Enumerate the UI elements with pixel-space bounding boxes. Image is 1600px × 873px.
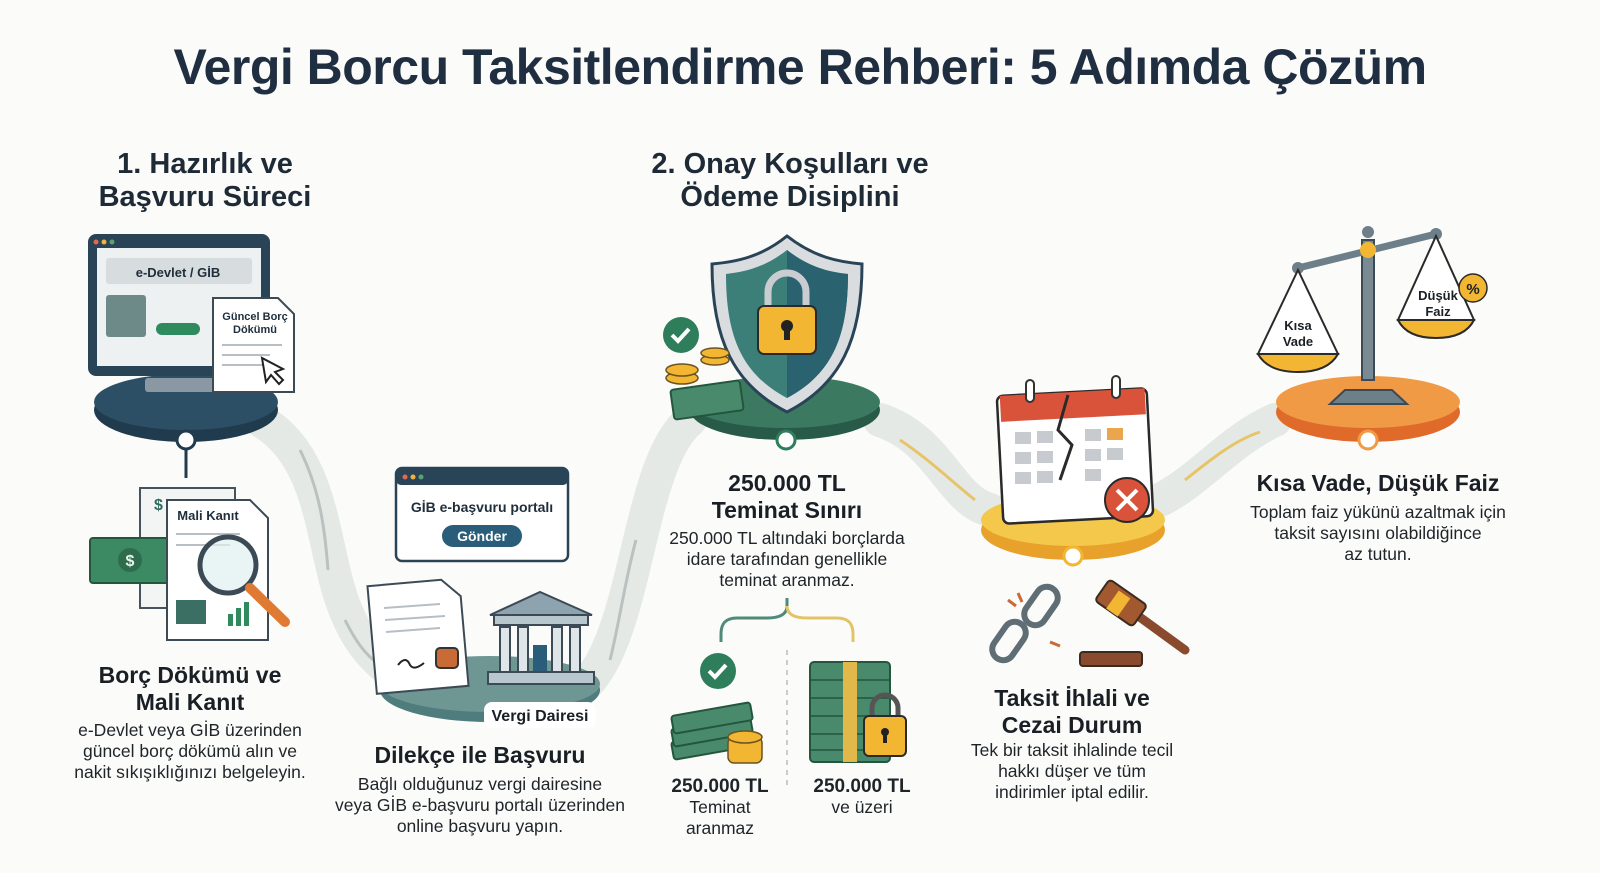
step-description: Tek bir taksit ihlalinde tecil hakkı düş… bbox=[922, 740, 1222, 803]
cursor-icon bbox=[260, 356, 286, 386]
page-title: Vergi Borcu Taksitlendirme Rehberi: 5 Ad… bbox=[173, 39, 1427, 95]
desc-line: idare tarafından genellikle bbox=[686, 549, 888, 569]
desc-line: veya GİB e-başvuru portalı üzerinden bbox=[335, 795, 625, 815]
step-pin bbox=[775, 429, 797, 451]
section-heading-approval: 2. Onay Koşulları ve Ödeme Disiplini bbox=[600, 148, 980, 214]
svg-text:Gönder: Gönder bbox=[457, 528, 507, 544]
tax-office-label: Vergi Dairesi bbox=[492, 708, 589, 725]
comparison-bracket bbox=[719, 598, 855, 790]
step-title-line: Taksit İhlali ve bbox=[994, 685, 1150, 711]
step-title-line: 250.000 TL bbox=[728, 470, 846, 496]
submit-button[interactable]: Gönder bbox=[442, 525, 522, 547]
petition-and-tax-office-icon: Vergi Dairesi bbox=[366, 578, 600, 728]
section-heading-line: Ödeme Disiplini bbox=[680, 181, 900, 213]
doc-label: Dökümü bbox=[233, 324, 277, 336]
desc-line: nakit sıkışıklığınızı belgeleyin. bbox=[74, 762, 306, 782]
desc-line: Bağlı olduğunuz vergi dairesine bbox=[357, 774, 603, 794]
magnifier-icon bbox=[197, 534, 259, 596]
flow-arrows bbox=[298, 430, 1261, 667]
desc-line: güncel borç dökümü alın ve bbox=[82, 741, 298, 761]
step-description: e-Devlet veya GİB üzerinden güncel borç … bbox=[40, 720, 340, 783]
comparison-label: aranmaz bbox=[685, 818, 755, 838]
balance-scale-icon: Kısa Vade Düşük Faiz % bbox=[1256, 226, 1488, 442]
scale-right-label: Faiz bbox=[1425, 304, 1451, 319]
broken-calendar-icon bbox=[981, 375, 1165, 560]
security-shield-icon bbox=[663, 234, 880, 440]
step-description: 250.000 TL altındaki borçlarda idare tar… bbox=[637, 528, 937, 591]
step-title-debt-statement: Borç Dökümü ve Mali Kanıt bbox=[40, 662, 340, 716]
no-collateral-money-icon bbox=[670, 653, 763, 764]
desc-line: 250.000 TL altındaki borçlarda bbox=[669, 528, 905, 548]
scale-right-label: Düşük bbox=[1418, 288, 1459, 303]
scale-left-label: Kısa bbox=[1284, 318, 1312, 333]
section-heading-line: 2. Onay Koşulları ve bbox=[651, 148, 929, 180]
step-pin bbox=[175, 429, 197, 451]
portal-label: GİB e-başvuru portalı bbox=[411, 499, 553, 515]
desc-line: Tek bir taksit ihlalinde tecil bbox=[970, 740, 1174, 760]
step-pin bbox=[1062, 545, 1084, 567]
section-heading-line: Başvuru Süreci bbox=[98, 181, 312, 213]
desc-line: hakkı düşer ve tüm bbox=[998, 761, 1146, 781]
evidence-label: Mali Kanıt bbox=[177, 508, 239, 523]
desc-line: indirimler iptal edilir. bbox=[995, 782, 1149, 802]
svg-text:$: $ bbox=[126, 553, 135, 570]
monitor-label: e-Devlet / GİB bbox=[136, 265, 221, 280]
comparison-label: Teminat bbox=[689, 797, 751, 817]
comparison-above-limit: 250.000 TL ve üzeri bbox=[792, 776, 932, 818]
broken-chain-icon bbox=[989, 583, 1061, 664]
step-description: Bağlı olduğunuz vergi dairesine veya GİB… bbox=[320, 774, 640, 837]
scale-left-label: Vade bbox=[1283, 334, 1313, 349]
step-title-line: Borç Dökümü ve bbox=[98, 662, 282, 688]
percent-badge-icon bbox=[1458, 273, 1488, 303]
desc-line: taksit sayısını olabildiğince bbox=[1274, 523, 1482, 543]
section-heading-preparation: 1. Hazırlık ve Başvuru Süreci bbox=[40, 148, 370, 214]
debt-statement-document-icon: Güncel Borç Dökümü bbox=[212, 297, 295, 393]
comparison-below-limit: 250.000 TL Teminat aranmaz bbox=[650, 776, 790, 839]
step-title-line: Cezai Durum bbox=[1001, 712, 1143, 738]
step-title-collateral-limit: 250.000 TL Teminat Sınırı bbox=[637, 470, 937, 524]
collateral-required-money-icon bbox=[809, 661, 907, 763]
step-title-line: Teminat Sınırı bbox=[711, 497, 863, 523]
desc-line: Toplam faiz yükünü azaltmak için bbox=[1250, 502, 1506, 522]
desc-line: teminat aranmaz. bbox=[719, 570, 855, 590]
step-title-short-term: Kısa Vade, Düşük Faiz bbox=[1256, 470, 1500, 496]
comparison-amount: 250.000 TL bbox=[671, 776, 769, 797]
desc-line: e-Devlet veya GİB üzerinden bbox=[78, 720, 302, 740]
financial-evidence-icon: $ $ Mali Kanıt bbox=[89, 487, 290, 641]
doc-label: Güncel Borç bbox=[222, 311, 287, 323]
gavel-icon bbox=[1079, 579, 1190, 667]
desc-line: az tutun. bbox=[1344, 544, 1412, 564]
svg-text:$: $ bbox=[154, 497, 163, 514]
step-description: Toplam faiz yükünü azaltmak için taksit … bbox=[1218, 502, 1538, 565]
portal-window: GİB e-başvuru portalı bbox=[394, 466, 570, 563]
svg-text:%: % bbox=[1466, 281, 1479, 298]
desc-line: online başvuru yapın. bbox=[396, 816, 564, 836]
comparison-amount: 250.000 TL bbox=[813, 776, 911, 797]
step-pin bbox=[1357, 429, 1379, 451]
comparison-label: ve üzeri bbox=[831, 797, 893, 817]
step-title-petition: Dilekçe ile Başvuru bbox=[374, 742, 586, 768]
step-title-line: Mali Kanıt bbox=[135, 689, 245, 715]
section-heading-line: 1. Hazırlık ve bbox=[117, 148, 293, 180]
step-title-default: Taksit İhlali ve Cezai Durum bbox=[922, 685, 1222, 739]
